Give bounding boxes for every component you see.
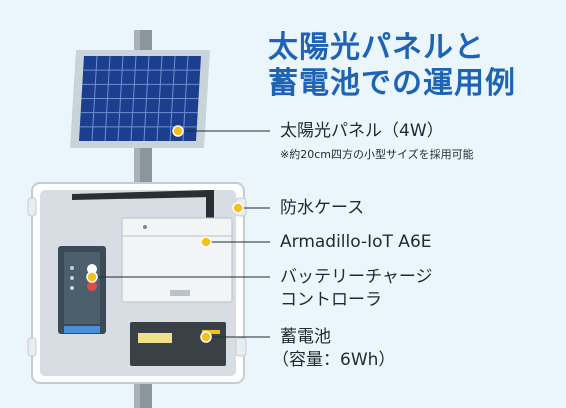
antenna [72, 190, 212, 200]
title-line-1: 太陽光パネルと [268, 30, 485, 65]
label-device: Armadillo-IoT A6E [280, 232, 432, 252]
marker-controller [86, 271, 98, 283]
label-controller-line-2: コントローラ [280, 290, 382, 310]
label-case: 防水ケース [280, 198, 365, 218]
label-battery-line-1: 蓄電池 [280, 327, 331, 347]
page-title: 太陽光パネルと 蓄電池での運用例 [268, 30, 516, 102]
label-solar-panel: 太陽光パネル（4W） [280, 121, 444, 141]
marker-solar [172, 125, 184, 137]
marker-device [200, 236, 212, 248]
label-controller-line-1: バッテリーチャージ [280, 267, 433, 287]
marker-battery [200, 331, 212, 343]
title-line-2: 蓄電池での運用例 [268, 66, 516, 101]
charge-controller [58, 246, 106, 334]
label-solar-panel-note: ※約20cm四方の小型サイズを採用可能 [280, 148, 474, 161]
solar-panel [70, 50, 210, 148]
battery [130, 322, 226, 366]
label-battery-line-2: （容量：6Wh） [272, 350, 396, 370]
armadillo-device [121, 217, 233, 303]
marker-case [232, 202, 244, 214]
